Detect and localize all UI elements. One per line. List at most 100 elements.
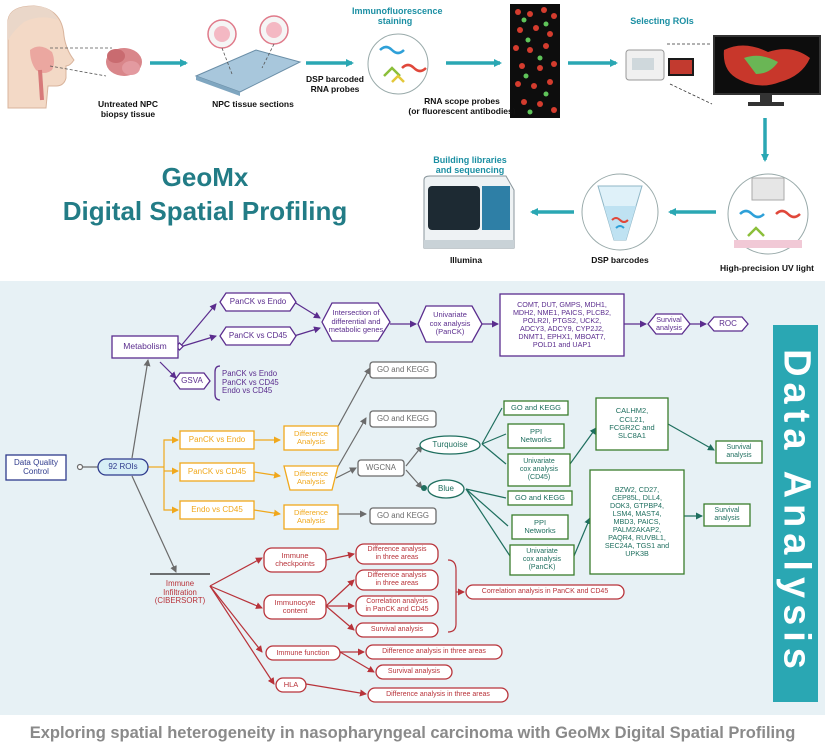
corr-three-box — [355, 595, 439, 617]
go-kegg-box-3 — [369, 507, 437, 525]
metabolism-box — [111, 335, 179, 359]
survival-immunocyte-box — [355, 622, 439, 638]
connector — [209, 585, 263, 653]
data-analysis-side-bar — [773, 325, 818, 702]
tissue-sections-label: NPC tissue sections — [212, 99, 294, 109]
diff-three-hla-label: Difference analysis in three areas — [386, 691, 490, 699]
connector — [179, 334, 217, 348]
connector — [405, 445, 423, 467]
blue-genes-box — [589, 469, 685, 575]
survival-blue-label: Survival analysis — [714, 507, 740, 522]
roc-box — [707, 316, 749, 332]
gsva-bracket — [214, 365, 221, 401]
endo-vs-cd45-label: Endo vs CD45 — [191, 504, 243, 514]
connector — [179, 303, 217, 348]
endo-vs-cd45-box — [179, 500, 255, 520]
connector — [481, 433, 507, 445]
biopsy-tissue-illustration — [106, 48, 142, 76]
panck-vs-endo-met-label: PanCK vs Endo — [229, 296, 287, 306]
immunocyte-content-label: Immunocyte content — [274, 597, 316, 615]
diff-three-label-1: Difference analysis in three areas — [367, 546, 427, 561]
panck-vs-cd45-met-label: PanCK vs CD45 — [228, 330, 288, 340]
workflow-illustration — [7, 4, 821, 255]
connector — [335, 467, 357, 479]
go-kegg-turq-box — [503, 400, 569, 416]
univariate-panck-blue-box — [509, 544, 575, 576]
connector — [159, 361, 177, 379]
connector — [131, 359, 151, 459]
immune-checkpoints-box — [263, 547, 327, 573]
immunocyte-content-box — [263, 594, 327, 620]
connector — [405, 469, 423, 489]
illumina-label: Illumina — [449, 255, 483, 265]
diff-analysis-box-2 — [283, 465, 339, 491]
connector — [305, 683, 367, 697]
go-kegg-box-1 — [369, 361, 437, 379]
rois-box — [97, 458, 149, 476]
rois-label: 92 ROIs — [108, 461, 138, 471]
connector — [293, 301, 321, 319]
wgcna-label: WGCNA — [366, 462, 396, 472]
univariate-cd45-label: Univariate cox analysis (CD45) — [519, 458, 559, 481]
connector — [481, 443, 507, 465]
connector — [163, 467, 179, 514]
roc-label: ROC — [719, 318, 737, 328]
dsp-probes-label: DSP barcoded RNA probes — [306, 74, 364, 94]
connector — [325, 579, 355, 607]
untreated-biopsy-label: Untreated NPC biopsy tissue — [98, 99, 158, 119]
dsp-barcode-tube-illustration — [581, 173, 659, 251]
intersection-label: Intersection of differential and metabol… — [328, 308, 384, 335]
uv-light-label: High-precision UV light — [720, 263, 814, 273]
immune-checkpoints-label: Immune checkpoints — [275, 550, 315, 568]
uv-cleavage-illustration — [727, 173, 809, 255]
go-kegg-label-2: GO and KEGG — [376, 413, 429, 423]
immune-function-box — [265, 645, 341, 661]
diff-three-label-2: Difference analysis in three areas — [367, 572, 427, 587]
footer-caption: Exploring spatial heterogeneity in nasop… — [29, 724, 796, 742]
dsp-title: Digital Spatial Profiling — [62, 196, 348, 226]
panck-vs-endo-box — [179, 430, 255, 450]
connector — [335, 367, 371, 431]
ppi-turq-label: PPI Networks — [520, 426, 552, 444]
turquoise-genes-label: CALHM2, CCL21, FCGR2C and SLC8A1 — [609, 406, 655, 441]
metabolic-genes-label: COMT, DUT, GMPS, MDH1, MDH2, NME1, PAICS… — [512, 299, 612, 350]
connector — [465, 488, 509, 527]
survival-func-box — [375, 664, 453, 680]
survival-immunocyte-label: Survival analysis — [370, 626, 424, 634]
metabolism-label: Metabolism — [123, 341, 167, 352]
diff-analysis-label-2: Difference Analysis — [293, 468, 329, 486]
go-kegg-blue-label: GO and KEGG — [514, 492, 566, 502]
data-quality-box — [5, 454, 67, 481]
survival-blue-box — [703, 503, 751, 527]
panck-vs-cd45-box — [179, 462, 255, 482]
univariate-cd45-box — [507, 453, 571, 487]
data-quality-label: Data Quality Control — [13, 457, 59, 476]
gsva-box — [173, 372, 211, 390]
connector — [253, 471, 281, 479]
diff-analysis-box-3 — [283, 504, 339, 530]
go-kegg-blue-box — [507, 490, 573, 506]
hla-label: HLA — [283, 679, 299, 689]
immune-function-label: Immune function — [276, 647, 330, 657]
connector — [209, 585, 275, 685]
illumina-sequencer-illustration — [423, 175, 515, 249]
gsva-items-label: PanCK vs Endo PanCK vs CD45 Endo vs CD45 — [222, 368, 279, 396]
gsva-label: GSVA — [181, 375, 203, 385]
connector-node — [421, 485, 427, 491]
diff-three-box-hla — [367, 687, 509, 703]
wgcna-box — [357, 459, 405, 477]
panck-vs-endo-met-box — [219, 292, 297, 312]
probe-hybridization-illustration — [367, 33, 429, 95]
intersection-box — [321, 302, 391, 342]
bracket — [447, 559, 457, 633]
diff-three-box-1 — [355, 543, 439, 565]
diff-analysis-label-3: Difference Analysis — [293, 507, 329, 525]
connector-node — [76, 463, 84, 471]
if-staining-label: Immunofluorescence staining — [352, 6, 443, 27]
connector — [481, 407, 503, 445]
survival-met-box — [647, 313, 691, 335]
go-kegg-label-3: GO and KEGG — [376, 510, 429, 520]
go-kegg-turq-label: GO and KEGG — [510, 402, 562, 412]
connector — [209, 585, 263, 609]
hla-box — [275, 677, 307, 693]
